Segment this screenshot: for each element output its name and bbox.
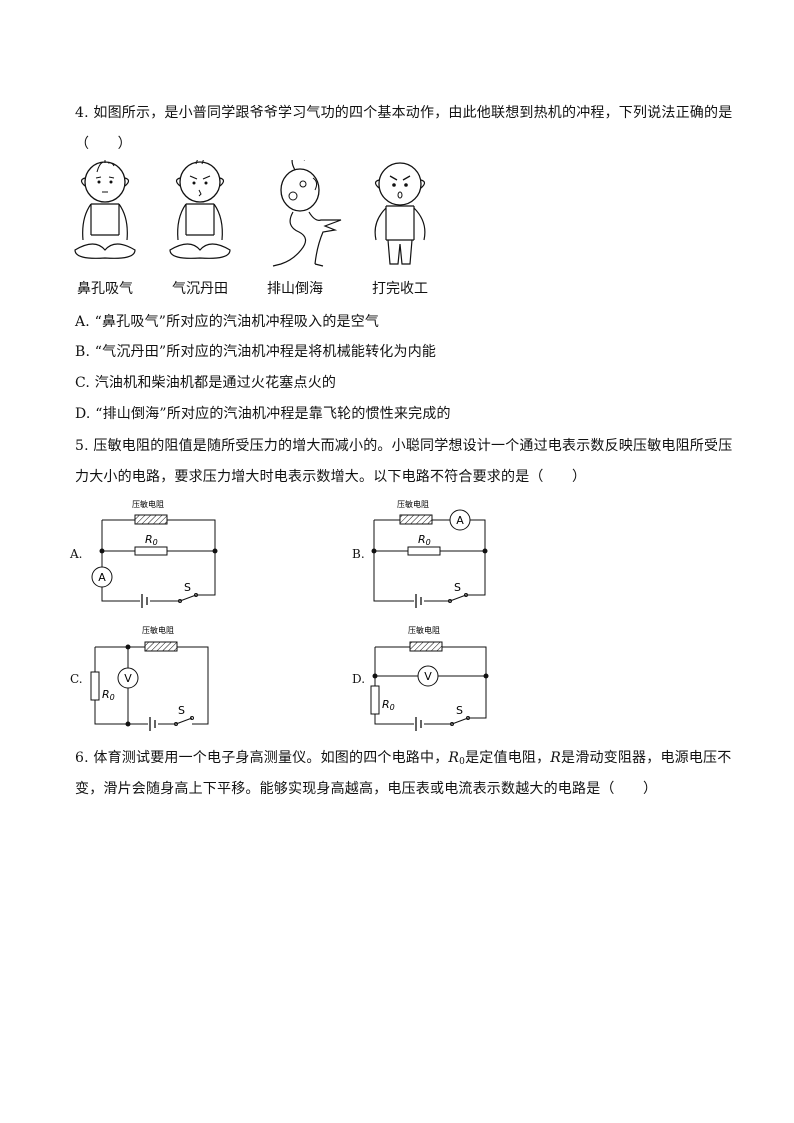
circuit-d-letter: D. xyxy=(352,672,366,686)
figure-qi-sinking xyxy=(169,160,231,259)
q6-stem-c: 是滑动变阻器，电源电压不 xyxy=(561,750,732,766)
circuit-d-r0-sub: 0 xyxy=(390,703,395,712)
ammeter-icon xyxy=(449,509,471,531)
q6-stem-b: 是定值电阻， xyxy=(465,750,551,766)
q4-stem-line2: （ ） xyxy=(75,136,132,152)
circuit-b-letter: B. xyxy=(352,547,365,561)
q6-stem-line2: 变，滑片会随身高上下平移。能够实现身高越高，电压表或电流表示数越大的电路是（ ） xyxy=(75,781,658,797)
circuit-a: 压敏电阻 R0 A S xyxy=(91,499,218,608)
ammeter-icon xyxy=(91,566,113,588)
q4-option-d: D. “排山倒海”所对应的汽油机冲程是靠飞轮的惯性来完成的 xyxy=(75,406,451,422)
circuit-a-r0: R xyxy=(145,533,153,546)
circuit-c-r0: R xyxy=(102,688,110,701)
q4-stem-line1: 4. 如图所示，是小普同学跟爷爷学习气功的四个基本动作，由此他联想到热机的冲程，… xyxy=(75,105,733,121)
qigong-figures xyxy=(74,160,426,267)
battery-icon xyxy=(415,594,422,608)
circuit-a-sensor-label: 压敏电阻 xyxy=(132,499,164,509)
circuit-d-sensor-label: 压敏电阻 xyxy=(408,625,440,635)
circuit-b-r0: R xyxy=(418,533,426,546)
svg-text:R0: R0 xyxy=(102,688,115,702)
battery-icon xyxy=(149,717,156,731)
figure-caption-4: 打完收工 xyxy=(372,281,428,297)
circuit-d: 压敏电阻 V R0 S xyxy=(370,625,489,731)
voltmeter-icon xyxy=(117,667,139,689)
circuit-a-switch: S xyxy=(184,581,191,594)
circuit-b-switch: S xyxy=(454,581,461,594)
battery-icon xyxy=(141,594,148,608)
q4-option-a: A. “鼻孔吸气”所对应的汽油机冲程吸入的是空气 xyxy=(75,314,380,330)
q4-option-b: B. “气沉丹田”所对应的汽油机冲程是将机械能转化为内能 xyxy=(75,344,437,360)
circuit-c-meter: V xyxy=(124,672,132,685)
voltmeter-icon xyxy=(417,665,439,687)
q6-stem-a: 6. 体育测试要用一个电子身高测量仪。如图的四个电路中， xyxy=(75,750,449,766)
circuit-c-sensor-label: 压敏电阻 xyxy=(142,625,174,635)
battery-icon xyxy=(415,717,422,731)
q6-r0-subscript: 0 xyxy=(459,757,466,767)
q6-stem-line1: 6. 体育测试要用一个电子身高测量仪。如图的四个电路中，R0是定值电阻，R是滑动… xyxy=(75,749,731,771)
circuit-d-r0: R xyxy=(382,698,390,711)
circuit-b-r0-sub: 0 xyxy=(426,538,431,547)
circuit-a-meter: A xyxy=(98,571,106,584)
figure-caption-3: 排山倒海 xyxy=(267,281,323,297)
circuit-c: 压敏电阻 R0 V S xyxy=(90,625,209,731)
circuit-d-meter: V xyxy=(424,670,432,683)
circuit-c-switch: S xyxy=(178,704,185,717)
figure-pushing-mountain xyxy=(272,160,342,267)
circuit-a-letter: A. xyxy=(70,547,83,561)
switch-icon xyxy=(449,594,467,602)
circuit-d-switch: S xyxy=(456,704,463,717)
q6-r-symbol: R xyxy=(550,750,562,766)
figure-caption-1: 鼻孔吸气 xyxy=(77,281,133,297)
svg-text:R0: R0 xyxy=(382,698,395,712)
figure-nose-breathing xyxy=(74,160,136,259)
figure-caption-2: 气沉丹田 xyxy=(172,281,228,297)
q5-stem-line1: 5. 压敏电阻的阻值是随所受压力的增大而减小的。小聪同学想设计一个通过电表示数反… xyxy=(75,438,733,454)
q6-r0-symbol: R xyxy=(448,750,460,766)
switch-icon xyxy=(179,594,197,602)
svg-text:R0: R0 xyxy=(418,533,431,547)
circuit-c-r0-sub: 0 xyxy=(110,693,115,702)
circuit-a-r0-sub: 0 xyxy=(153,538,158,547)
circuit-c-letter: C. xyxy=(70,672,83,686)
circuit-b: 压敏电阻 A R0 S xyxy=(371,499,488,608)
q5-stem-line2: 力大小的电路，要求压力增大时电表示数增大。以下电路不符合要求的是（ ） xyxy=(75,469,587,485)
circuit-b-sensor-label: 压敏电阻 xyxy=(397,499,429,509)
figure-closing-pose xyxy=(374,162,426,265)
switch-icon xyxy=(175,717,193,725)
q4-option-c: C. 汽油机和柴油机都是通过火花塞点火的 xyxy=(75,375,337,391)
circuit-b-meter: A xyxy=(456,514,464,527)
switch-icon xyxy=(451,717,469,725)
svg-text:R0: R0 xyxy=(145,533,158,547)
